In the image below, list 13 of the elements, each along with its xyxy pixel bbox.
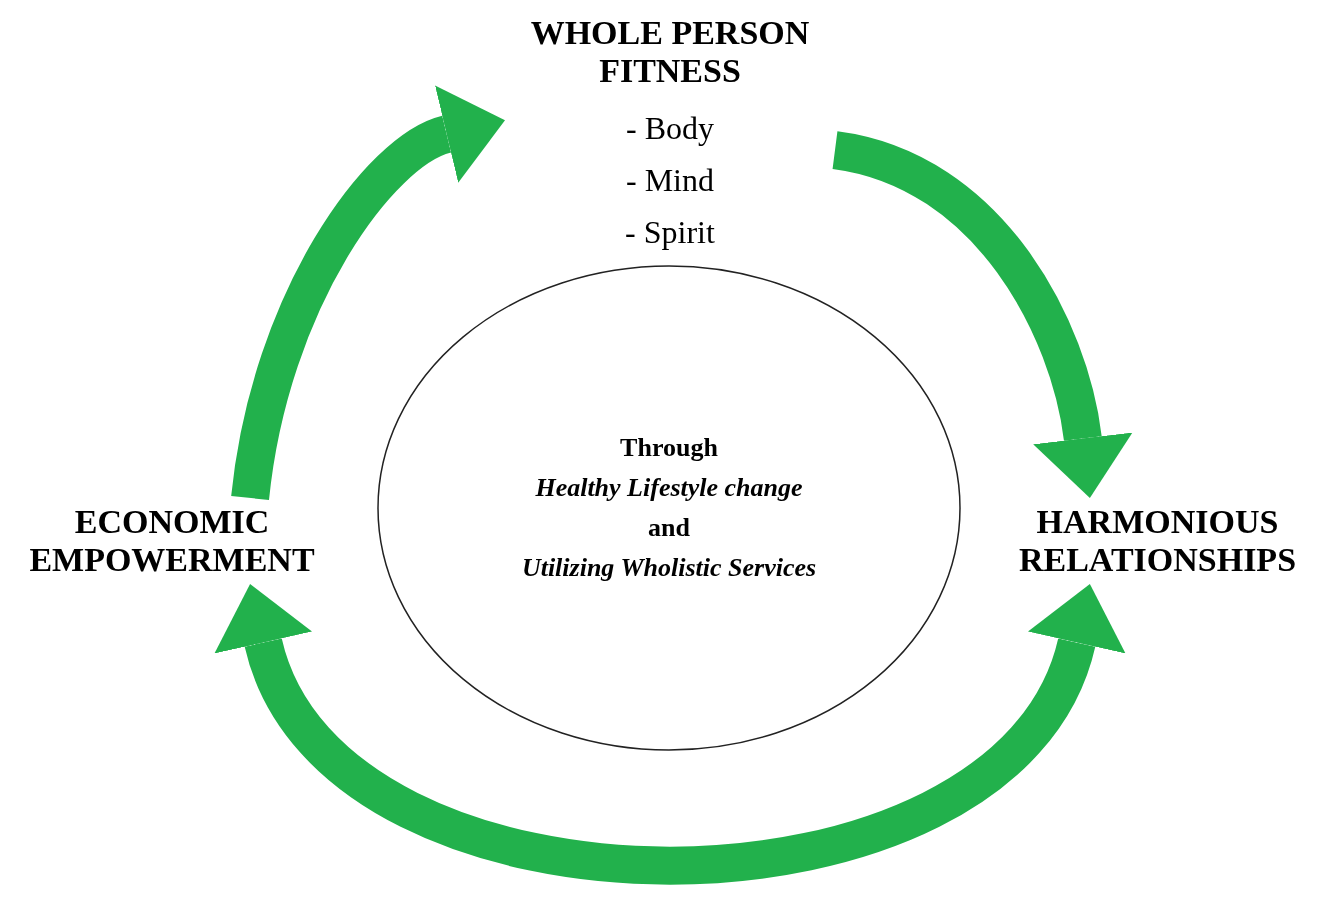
center-text: Through — [620, 432, 718, 464]
curved-arrow — [217, 587, 1123, 885]
curved-arrow — [831, 131, 1133, 498]
goal-title: WHOLE PERSON FITNESS — [529, 13, 811, 90]
goal-title: ECONOMIC EMPOWERMENT — [28, 503, 316, 579]
goal-title: HARMONIOUS RELATIONSHIPS — [1017, 503, 1298, 579]
list-item: - Body — [626, 108, 714, 148]
curved-arrow — [231, 87, 503, 501]
list-item: - Spirit — [625, 212, 715, 252]
center-text: and — [648, 512, 690, 544]
center-text: Healthy Lifestyle change — [535, 472, 803, 504]
list-item: - Mind — [626, 160, 714, 200]
center-text: Utilizing Wholistic Services — [521, 552, 817, 584]
